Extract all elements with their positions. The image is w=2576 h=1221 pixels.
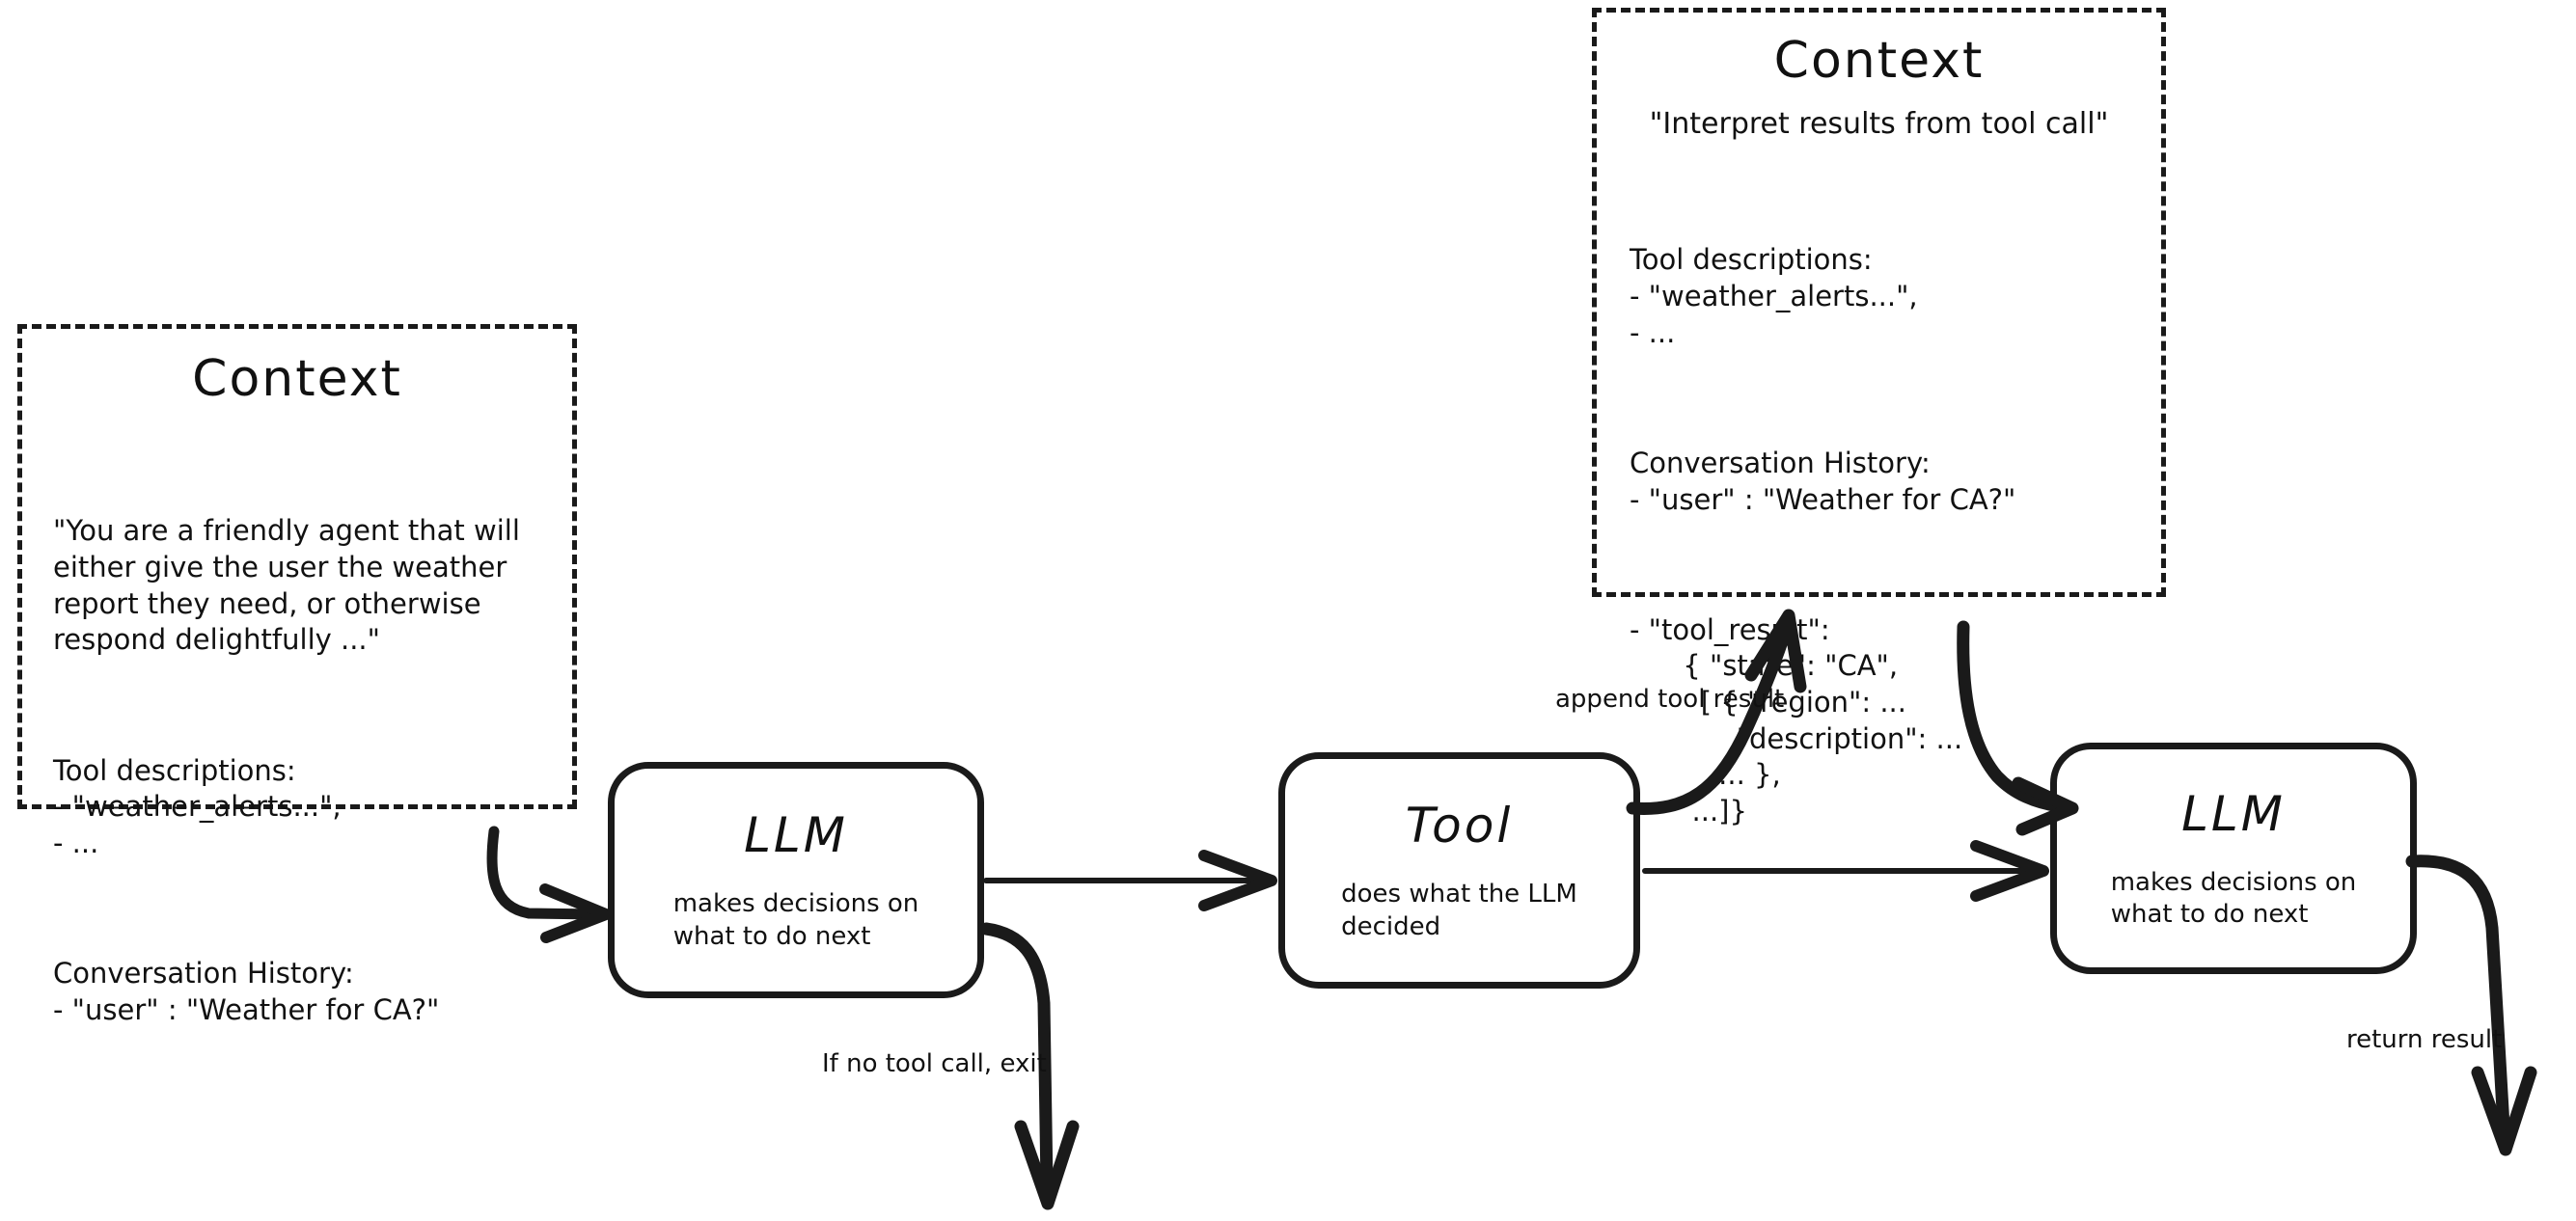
context-right-conversation-history: Conversation History: - "user" : "Weathe… [1630, 446, 2016, 516]
context-left-tool-descriptions: Tool descriptions: - "weather_alerts..."… [53, 753, 342, 859]
context-right-subtitle: "Interpret results from tool call" [1649, 107, 2109, 141]
context-left-title: Context [192, 350, 402, 408]
edge-label-return-result: return result [2346, 1025, 2503, 1054]
node-llm-right-subtitle: makes decisions on what to do next [2110, 867, 2357, 929]
node-llm-right-title: LLM [2181, 785, 2286, 842]
context-right-tool-descriptions: Tool descriptions: - "weather_alerts..."… [1630, 243, 1918, 349]
node-tool-subtitle: does what the LLM decided [1341, 880, 1577, 941]
arrow-llm-left-to-tool [983, 850, 1277, 911]
edge-label-no-tool-call-exit: If no tool call, exit [822, 1049, 1047, 1078]
node-llm-left-title: LLM [744, 807, 848, 864]
edge-label-append-tool-result: append tool result [1555, 685, 1785, 714]
node-tool[interactable]: Tool does what the LLM decided [1278, 752, 1640, 989]
context-left-conversation-history: Conversation History: - "user" : "Weathe… [53, 956, 440, 1026]
node-llm-right[interactable]: LLM makes decisions on what to do next [2050, 743, 2417, 974]
context-box-right: Context "Interpret results from tool cal… [1592, 8, 2166, 828]
context-left-system-prompt: "You are a friendly agent that will eith… [53, 514, 520, 657]
node-llm-left[interactable]: LLM makes decisions on what to do next [608, 762, 984, 998]
context-box-left: Context "You are a friendly agent that w… [17, 324, 577, 1026]
context-right-title: Context [1773, 32, 1985, 90]
node-llm-left-subtitle: makes decisions on what to do next [672, 889, 919, 951]
node-tool-title: Tool [1405, 798, 1514, 855]
arrow-llm-right-return [2405, 855, 2537, 1156]
